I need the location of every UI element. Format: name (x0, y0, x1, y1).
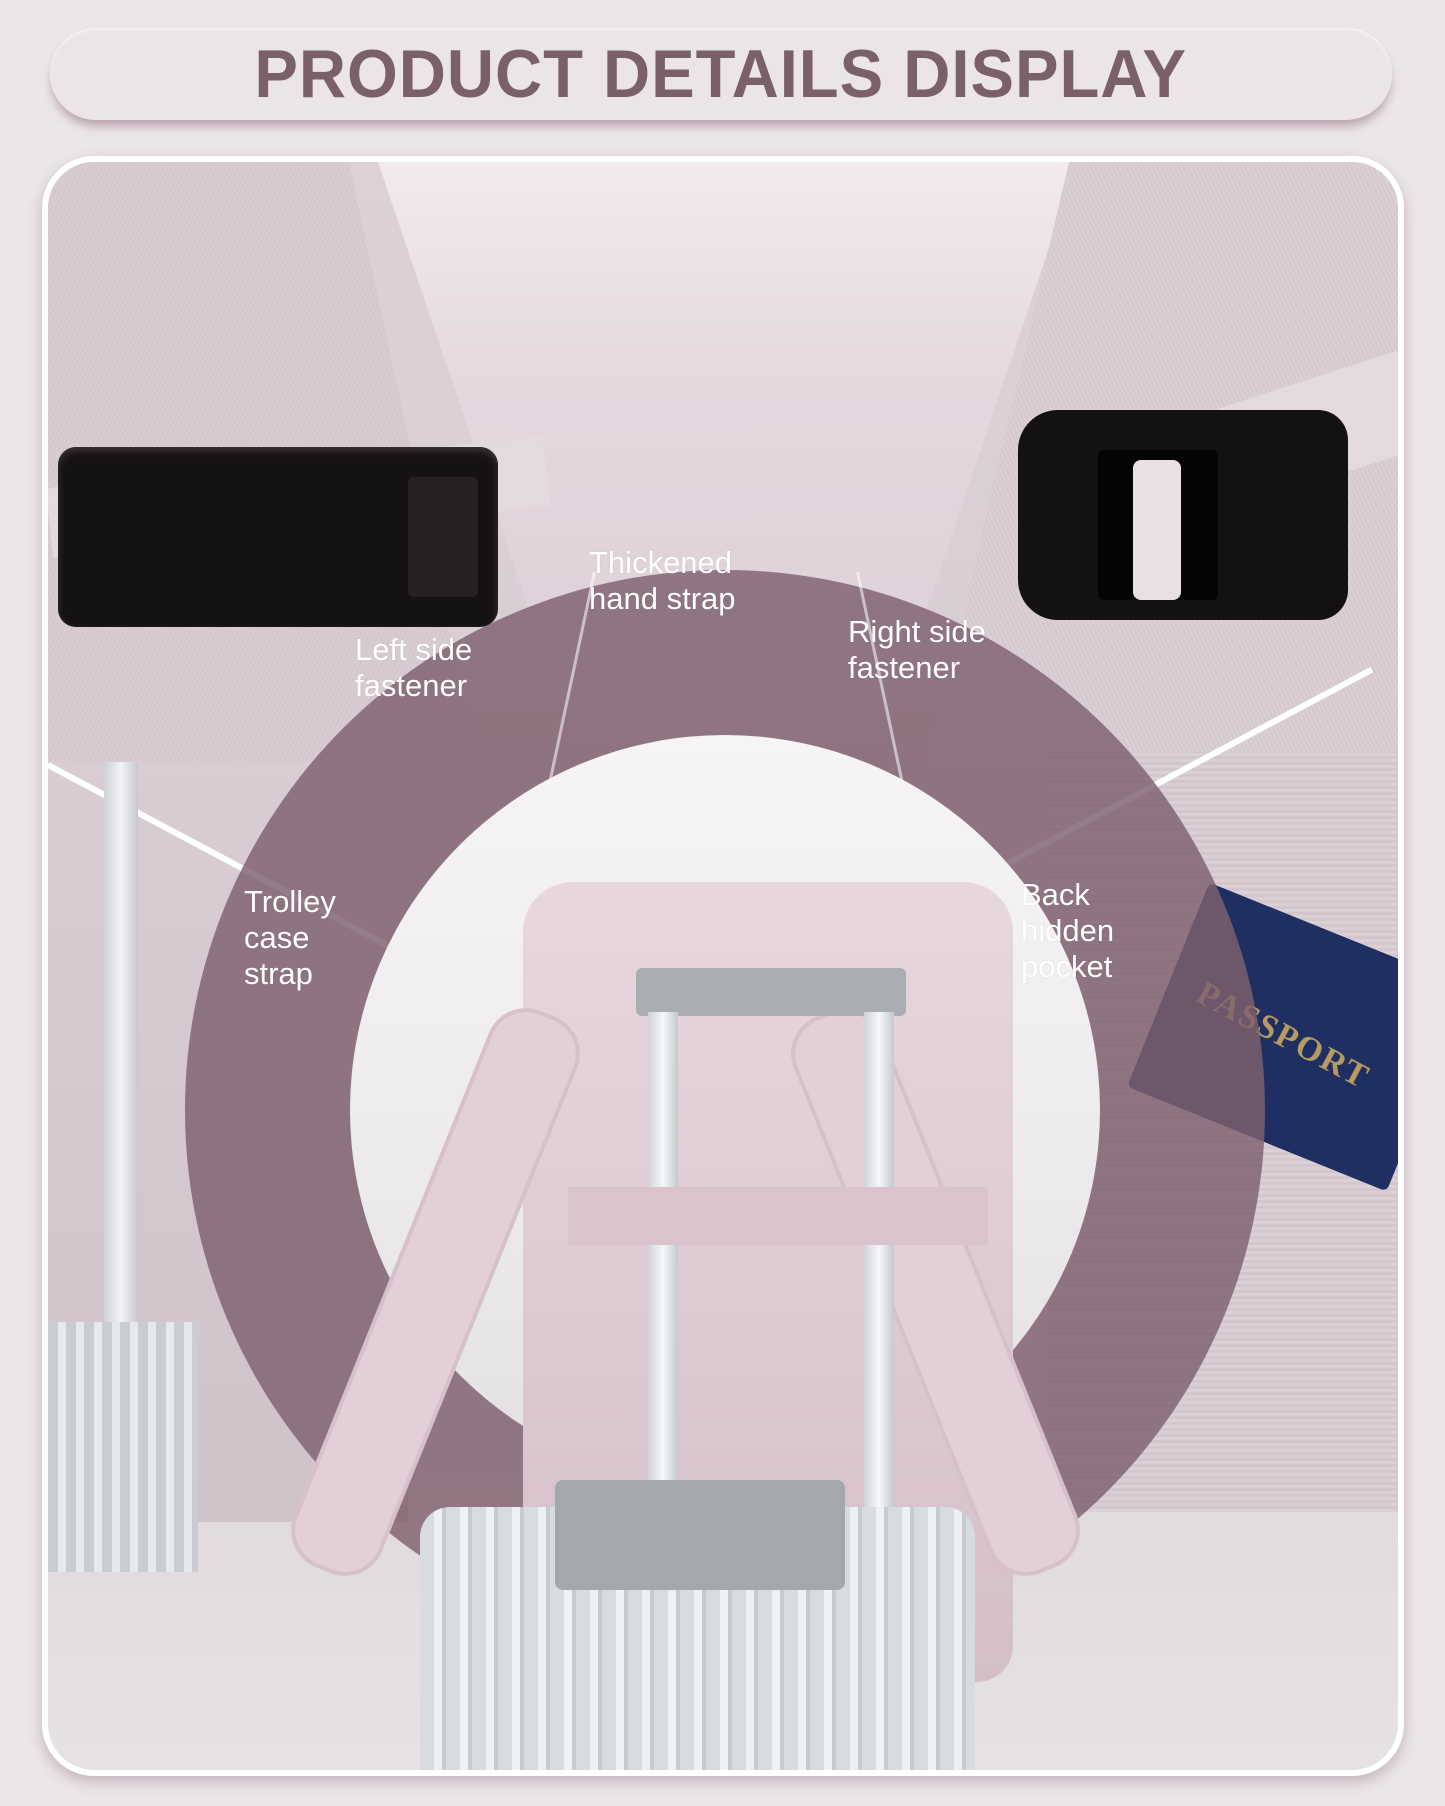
page-title: PRODUCT DETAILS DISPLAY (254, 36, 1188, 112)
label-line: hidden (1021, 913, 1115, 948)
suitcase-handle-recess (555, 1480, 845, 1590)
label-line: Thickened (589, 545, 733, 580)
feature-label-left-side-fastener: Left side fastener (355, 632, 472, 704)
trolley-pass-through-strap (568, 1187, 988, 1245)
label-line: strap (244, 956, 313, 991)
buckle-strap (1133, 460, 1181, 600)
product-photo: PASSPORT Left side fastener Thickened ha… (48, 162, 1398, 1770)
header-banner: PRODUCT DETAILS DISPLAY (50, 28, 1392, 120)
trolley-handle (636, 968, 906, 1016)
label-line: Trolley (244, 884, 336, 919)
label-line: Right side (848, 614, 986, 649)
feature-label-thickened-hand-strap: Thickened hand strap (589, 545, 736, 617)
label-line: fastener (848, 650, 961, 685)
feature-label-right-side-fastener: Right side fastener (848, 614, 986, 686)
feature-label-trolley-case-strap: Trolley case strap (244, 884, 336, 992)
label-line: case (244, 920, 310, 955)
label-line: Back (1021, 877, 1090, 912)
label-line: Left side (355, 632, 473, 667)
label-line: fastener (355, 668, 468, 703)
left-buckle-icon (58, 447, 498, 627)
feature-label-back-hidden-pocket: Back hidden pocket (1021, 877, 1114, 985)
trolley-pole-left (648, 1012, 678, 1572)
right-buckle-icon (1018, 410, 1348, 620)
label-line: pocket (1021, 949, 1113, 984)
label-line: hand strap (589, 581, 736, 616)
trolley-pole-right (864, 1012, 894, 1572)
left-suitcase (48, 1322, 198, 1572)
